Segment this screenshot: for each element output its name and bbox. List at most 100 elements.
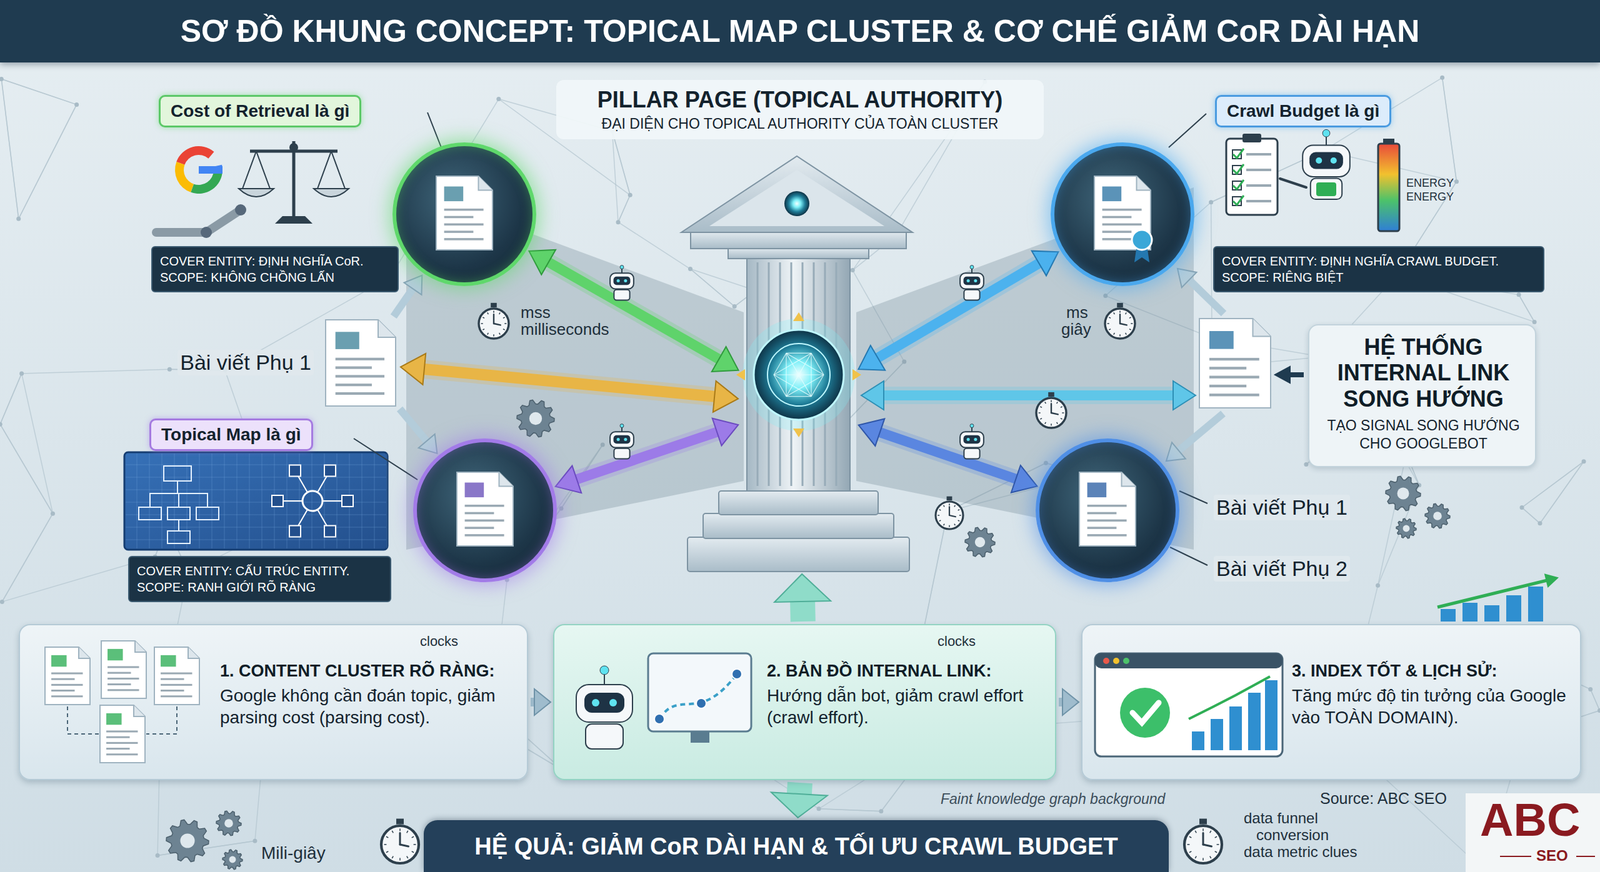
graph-line	[1516, 655, 1524, 736]
graph-line	[1590, 689, 1600, 711]
stopwatch-tick	[958, 510, 960, 511]
graph-line	[18, 104, 77, 219]
document-sheet	[1079, 472, 1136, 547]
graph-line	[1340, 585, 1378, 738]
scale-string	[331, 151, 345, 189]
connector-line	[877, 263, 1039, 358]
blueprint-grid	[125, 540, 387, 541]
connector	[771, 783, 828, 819]
orb-network	[786, 353, 812, 397]
network-node	[271, 495, 284, 507]
subpost-circle: Bài viết Phụ 1Bài viết Phụ 2	[1035, 438, 1180, 583]
document-line	[160, 695, 192, 698]
graph-line	[881, 731, 942, 812]
graph-line	[814, 250, 853, 271]
gear-icon	[1385, 476, 1421, 511]
chart-bar	[1440, 609, 1456, 622]
blueprint-grid	[125, 527, 387, 529]
stopwatch-hand	[949, 515, 956, 517]
box-heading: 3. INDEX TỐT & LỊCH SỬ:	[1291, 661, 1577, 682]
graph-dot	[1338, 735, 1344, 740]
graph-line	[947, 463, 1046, 512]
robot-body	[963, 448, 980, 460]
document-image	[160, 655, 176, 667]
graph-dot	[0, 422, 3, 427]
arrowhead	[528, 250, 556, 275]
document-line	[107, 672, 131, 675]
graph-dot	[811, 247, 817, 252]
graph-line	[1378, 414, 1419, 485]
graph-line	[155, 525, 167, 557]
stopwatch-tick	[1216, 844, 1220, 846]
scale-beam	[250, 150, 338, 154]
stopwatch-face	[381, 826, 419, 864]
blueprint-illustration	[124, 452, 388, 550]
metric-note: conversion	[1256, 826, 1329, 845]
document-fold	[135, 641, 147, 653]
topic-circle: Topical Map là gìCOVER ENTITY: CẤU TRÚC …	[413, 438, 557, 583]
robot-visor	[613, 276, 631, 285]
pillar-fluting	[790, 262, 793, 487]
graph-line	[612, 131, 631, 196]
graph-dot	[1235, 363, 1240, 368]
scale-post	[292, 141, 296, 219]
document-line	[465, 534, 505, 537]
graph-line	[1516, 655, 1591, 690]
banner-text: HỆ QUẢ: GIẢM CoR DÀI HẠN & TỐI ƯU CRAWL …	[474, 833, 1118, 862]
stopwatch-tick	[1119, 334, 1121, 337]
robot-antenna-tip	[620, 424, 624, 429]
document-line	[51, 684, 83, 687]
stopwatch-tick	[954, 505, 955, 507]
network-hub	[302, 491, 323, 512]
box-heading: 2. BẢN ĐỒ INTERNAL LINK:	[766, 661, 1052, 682]
badge-ribbon	[1134, 245, 1150, 263]
stopwatch-face	[935, 501, 964, 530]
robot-arm-joint	[235, 204, 247, 216]
stopwatch-hand	[1202, 833, 1205, 845]
document-line	[106, 753, 138, 756]
stopwatch-hand	[1051, 413, 1059, 415]
mechanism-box: 1. CONTENT CLUSTER RÕ RÀNG:Google không …	[18, 624, 529, 781]
document-fold	[188, 647, 200, 659]
graph-line	[947, 475, 1087, 512]
stopwatch-tick	[499, 333, 501, 335]
graph-line	[785, 441, 828, 475]
stopwatch-hand	[400, 845, 409, 847]
stopwatch-hand	[493, 323, 501, 325]
title-band: SƠ ĐỒ KHUNG CONCEPT: TOPICAL MAP CLUSTER…	[0, 0, 1600, 63]
graph-line	[1211, 338, 1323, 357]
graph-dot	[1516, 292, 1522, 297]
document-image	[106, 713, 122, 725]
robot-antenna-tip	[1322, 129, 1330, 137]
graph-line	[690, 269, 735, 307]
graph-line	[1148, 716, 1342, 738]
graph-dot	[0, 600, 5, 605]
graph-line	[612, 131, 619, 223]
tree-leaf	[138, 507, 162, 520]
orb-arrow	[852, 369, 862, 381]
robot-antenna-tip	[970, 265, 974, 270]
stopwatch-tick	[1210, 831, 1212, 834]
stopwatch-tick	[1215, 836, 1217, 839]
stopwatch-tick	[493, 311, 495, 314]
time-label: Mili-giây	[261, 843, 326, 864]
stopwatch-tick	[1130, 323, 1133, 325]
stopwatch-tick	[1119, 311, 1121, 314]
stopwatch-tick	[391, 831, 394, 834]
stopwatch-tick	[386, 851, 389, 854]
document-line	[1087, 505, 1127, 508]
graph-line	[0, 424, 53, 514]
map-pin	[654, 714, 665, 725]
blueprint-grid	[149, 453, 150, 549]
scope-caption: COVER ENTITY: ĐỊNH NGHĨA CoR. SCOPE: KHÔ…	[151, 246, 399, 293]
document-icon	[101, 641, 147, 699]
pillar-fluting	[779, 262, 782, 487]
graph-dot	[1520, 505, 1525, 510]
network-spoke	[277, 500, 303, 502]
arrowhead	[1545, 575, 1558, 587]
graph-line	[169, 369, 225, 371]
graph-line	[157, 841, 255, 856]
connector	[530, 689, 551, 716]
